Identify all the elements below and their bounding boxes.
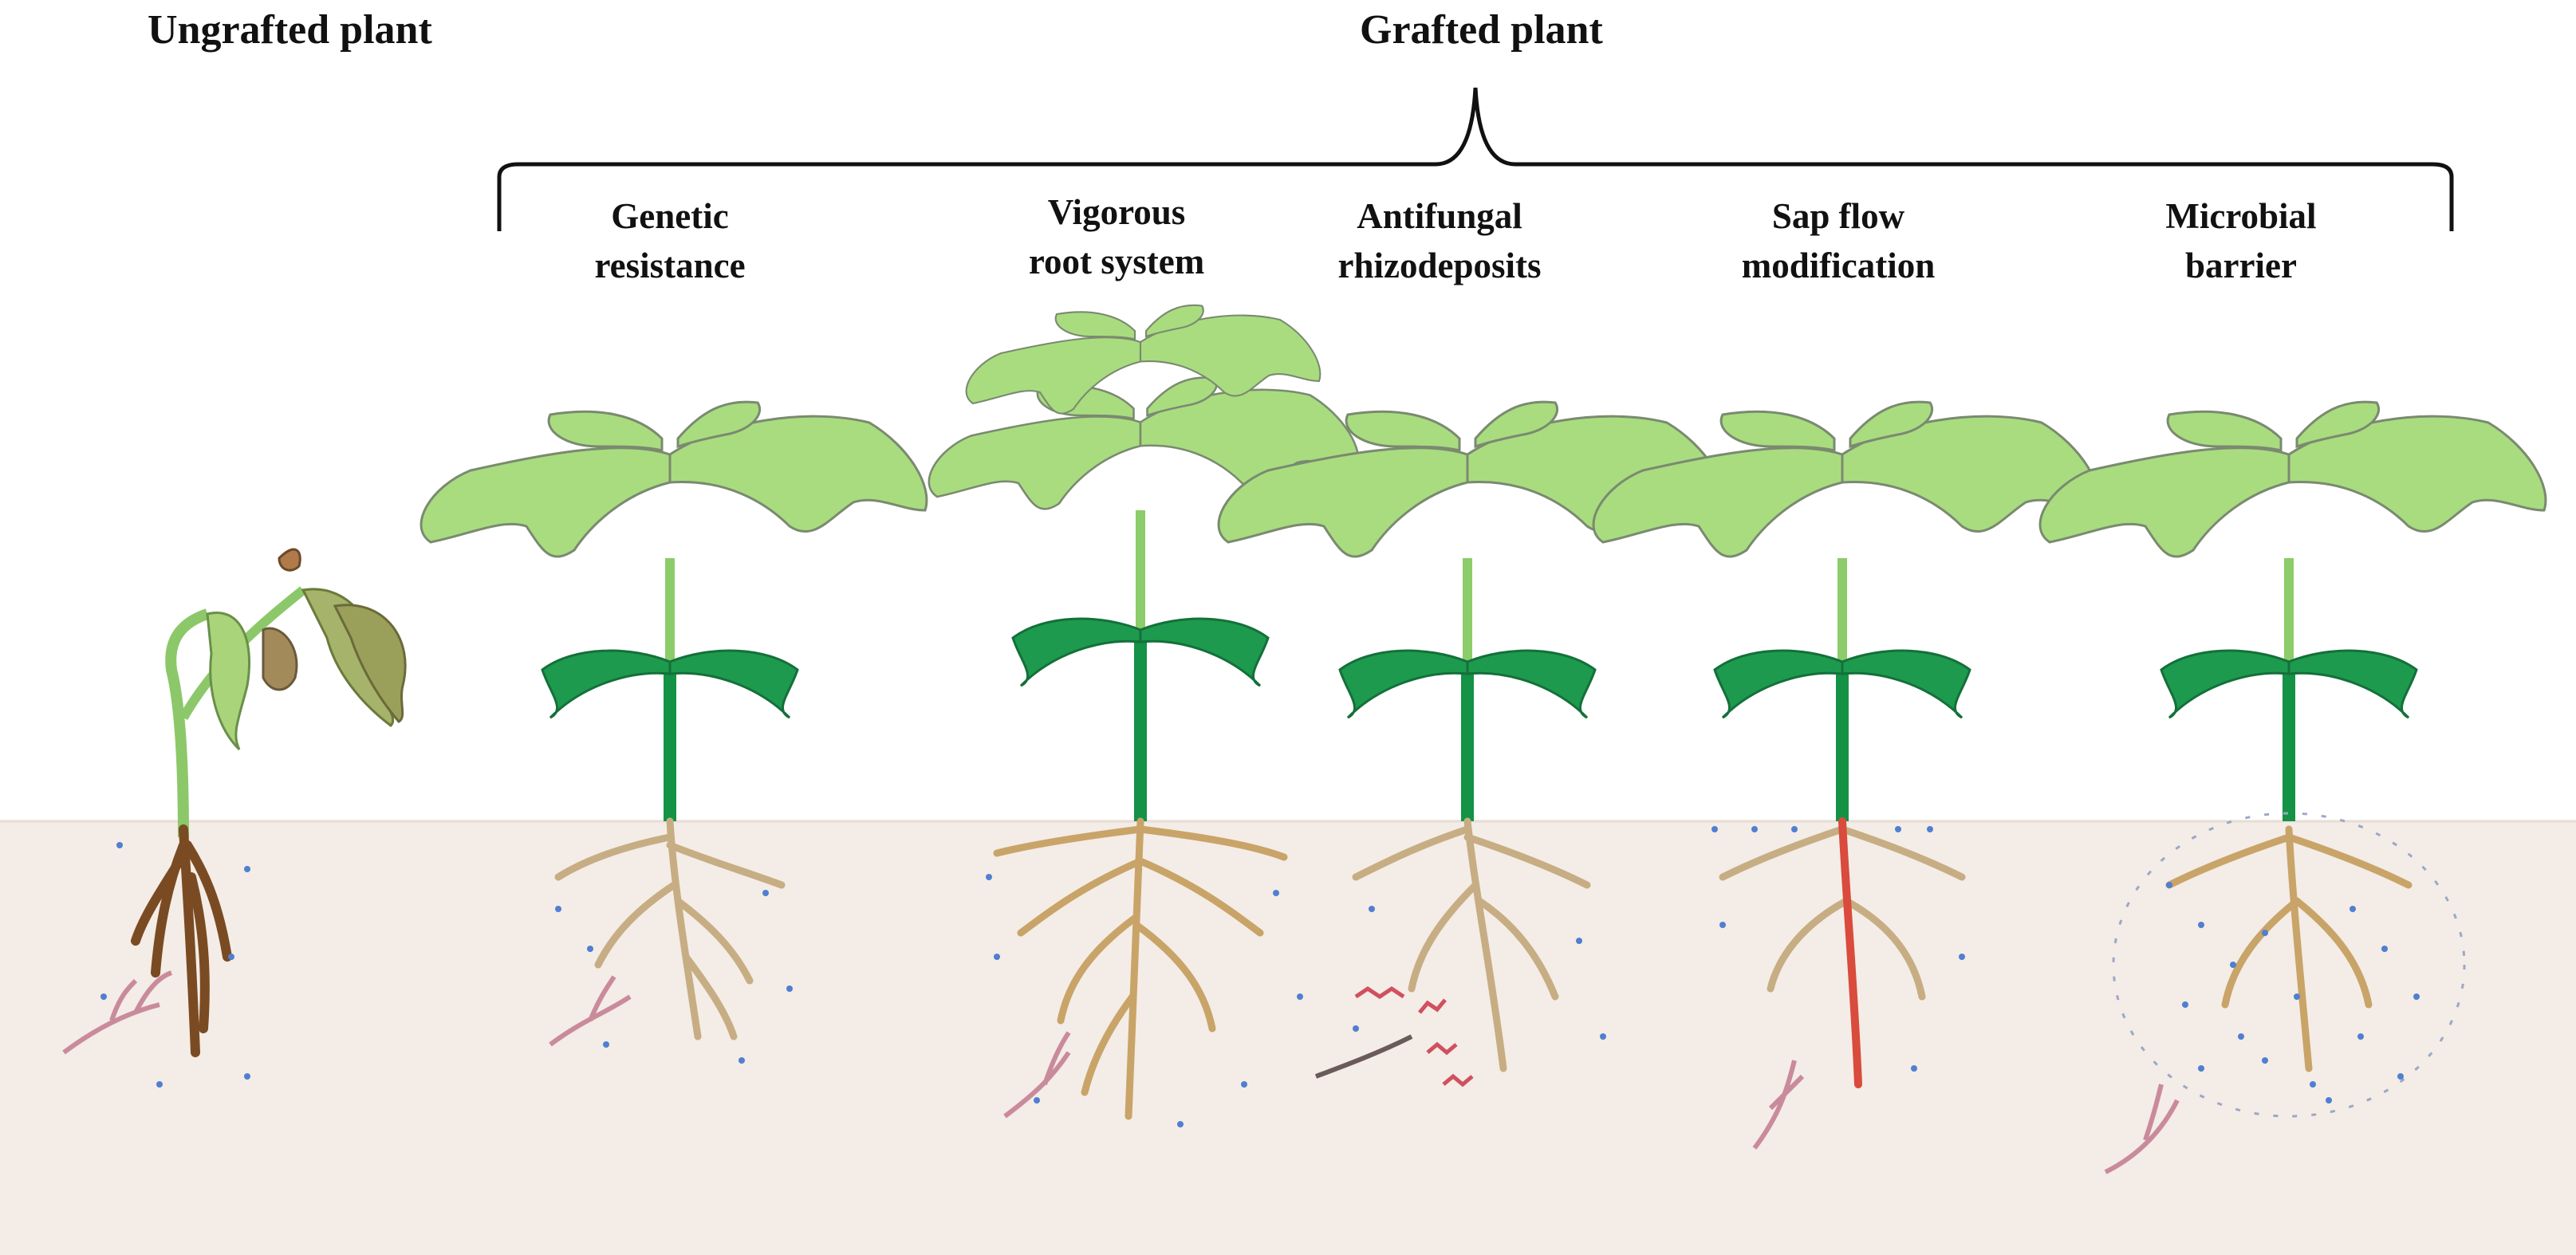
diseased-roots [131,824,232,1057]
label-antifungal-rhizodeposits: Antifungal rhizodeposits [1256,191,1623,290]
plant-antifungal-rhizodeposits [1217,400,1726,1088]
label-vigorous-root-system: Vigorous root system [933,187,1300,286]
roots [2165,825,2413,1072]
wilted-leaf [333,604,407,723]
soil-layer [0,821,2576,1255]
pathogen [1003,1031,1071,1119]
roots [1352,817,1591,1072]
pathogen [2104,1084,2180,1174]
ungrafted-plant [62,548,407,1057]
label-line: rhizodeposits [1337,246,1542,285]
grafted-bracket [497,87,2454,231]
label-microbial-barrier: Microbial barrier [2058,191,2424,290]
sap-flow-root [1838,817,1862,1088]
grafted-heading: Grafted plant [1360,7,1603,53]
label-line: Genetic [611,196,729,236]
ungrafted-heading: Ungrafted plant [148,7,432,53]
pathogen [1752,1060,1805,1150]
roots [554,817,786,1041]
label-line: Sap flow [1771,196,1905,236]
roots [1719,825,1966,1001]
soil-microbes [100,826,2420,1127]
label-sap-flow-modification: Sap flow modification [1655,191,2022,290]
plant-sap-flow-modification [1592,400,2101,1150]
label-line: resistance [594,246,746,285]
pathogen [549,975,632,1047]
label-line: root system [1028,242,1205,281]
label-line: barrier [2185,246,2297,285]
label-line: Vigorous [1047,192,1186,232]
wilted-leaf [278,548,301,572]
plant-genetic-resistance [419,400,928,1047]
microbial-barrier-zone [2112,812,2466,1118]
rhizodeposits [1354,986,1474,1088]
label-genetic-resistance: Genetic resistance [486,191,853,290]
plant-microbial-barrier [2038,400,2547,1174]
plant-vigorous-root-system [928,304,1360,1120]
label-line: Antifungal [1357,196,1522,236]
label-line: modification [1741,246,1936,285]
pathogen [62,970,173,1055]
label-line: Microbial [2165,196,2317,236]
roots [993,817,1288,1120]
wilted-leaf [262,627,298,691]
pathogen [1314,1034,1413,1079]
wilted-leaf [206,612,251,751]
